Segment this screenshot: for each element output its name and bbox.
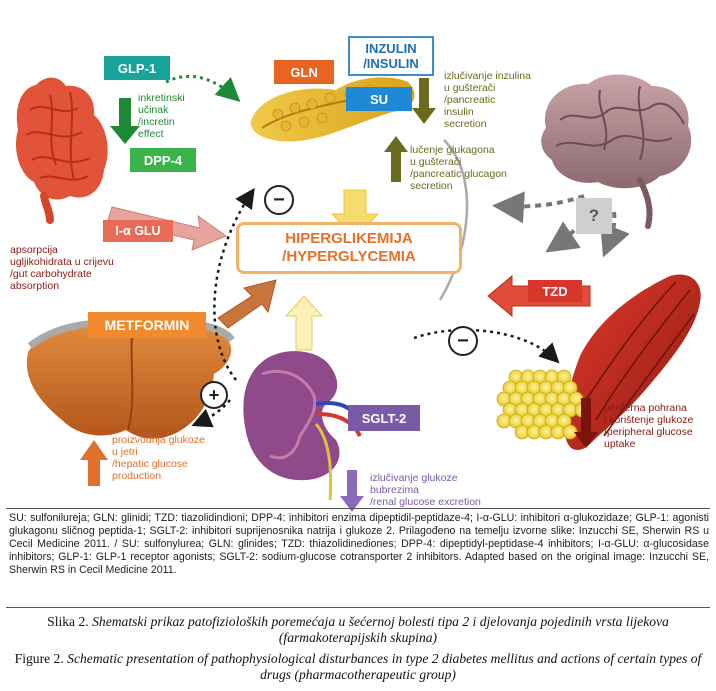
- glucagon-up-arrow: [384, 136, 408, 182]
- caption-hr-label: Slika 2.: [47, 614, 89, 629]
- peripheral-line: /peripheral glucose: [604, 426, 693, 438]
- sglt2-drug-box: SGLT-2: [348, 405, 420, 431]
- hepatic-line: proizvodnja glukoze: [112, 434, 205, 446]
- feedback-dotted-arrows: [191, 187, 560, 428]
- absorption-line: absorption: [10, 280, 60, 292]
- glucagon-line: lučenje glukagona: [410, 144, 495, 156]
- hepatic-line: /hepatic glucose: [112, 458, 188, 470]
- incretin-line: /incretin: [138, 116, 175, 128]
- hepatic-line: u jetri: [112, 446, 138, 458]
- kidney-organ: [243, 351, 362, 501]
- insulin-box-line1: INZULIN: [365, 41, 417, 56]
- caption-en-label: Figure 2.: [14, 651, 64, 666]
- renal-line: izlučivanje glukoze: [370, 472, 458, 484]
- question-box: ?: [576, 198, 612, 234]
- glucagon-line: /pancreatic glucagon: [410, 168, 507, 180]
- incretin-line: effect: [138, 128, 164, 140]
- insulin-secretion-line: /pancreatic: [444, 94, 496, 106]
- absorption-label: apsorpcija ugljikohidrata u crijevu /gut…: [10, 244, 114, 292]
- hyperglycemia-line1: HIPERGLIKEMIJA: [285, 230, 413, 247]
- intestine-organ: [15, 77, 108, 224]
- insulin-box: INZULIN /INSULIN: [348, 36, 434, 76]
- iaglu-drug-box: I-α GLU: [103, 220, 173, 242]
- incretin-effect-label: inkretinski učinak /incretin effect: [138, 92, 185, 140]
- glucagon-line: secretion: [410, 180, 453, 192]
- hepatic-line: production: [112, 470, 162, 482]
- absorption-line: /gut carbohydrate: [10, 268, 92, 280]
- hyperglycemia-line2: /HYPERGLYCEMIA: [282, 248, 416, 265]
- incretin-down-arrow: [110, 98, 140, 144]
- absorption-line: apsorpcija: [10, 244, 58, 256]
- metformin-drug-box: METFORMIN: [88, 312, 206, 338]
- renal-line: /renal glucose excretion: [370, 496, 481, 508]
- insulin-secretion-line: insulin: [444, 106, 474, 118]
- hepatic-production-up-arrow: [80, 440, 108, 486]
- glucagon-line: u gušterači: [410, 156, 462, 168]
- peripheral-uptake-label: periferna pohrana i korištenje glukoze /…: [604, 402, 693, 450]
- incretin-line: učinak: [138, 104, 169, 116]
- kidney-to-hyperglycemia-arrow: [284, 295, 324, 351]
- insulin-secretion-down-arrow: [412, 78, 436, 124]
- gln-drug-box: GLN: [274, 60, 334, 84]
- abbreviations-legend: SU: sulfonilureja; GLN: glinidi; TZD: ti…: [9, 512, 709, 576]
- tzd-drug-box: TZD: [528, 280, 582, 302]
- hyperglycemia-curve: [438, 139, 469, 301]
- insulin-box-line2: /INSULIN: [363, 56, 419, 71]
- glp1-drug-box: GLP-1: [104, 56, 170, 80]
- insulin-secretion-label: izlučivanje inzulina u gušterači /pancre…: [444, 70, 531, 130]
- hepatic-production-label: proizvodnja glukoze u jetri /hepatic glu…: [112, 434, 205, 482]
- caption-en-text: Schematic presentation of pathophysiolog…: [67, 651, 702, 682]
- hyperglycemia-box: HIPERGLIKEMIJA /HYPERGLYCEMIA: [236, 222, 462, 274]
- insulin-secretion-line: izlučivanje inzulina: [444, 70, 531, 82]
- brain-organ: [541, 74, 692, 229]
- plus-sign: +: [200, 381, 228, 409]
- su-drug-box: SU: [346, 87, 412, 111]
- legend-top-rule: [6, 508, 710, 509]
- peripheral-line: i korištenje glukoze: [604, 414, 694, 426]
- minus-sign-right: −: [448, 326, 478, 356]
- renal-excretion-arrow: [340, 470, 364, 512]
- renal-line: bubrezima: [370, 484, 420, 496]
- peripheral-line: periferna pohrana: [604, 402, 687, 414]
- caption-hr-text: Shematski prikaz patofizioloških poremeć…: [92, 614, 669, 645]
- minus-sign-left: −: [264, 185, 294, 215]
- legend-bottom-rule: [6, 607, 710, 608]
- insulin-secretion-line: secretion: [444, 118, 487, 130]
- liver-to-hyperglycemia-arrow: [217, 279, 277, 329]
- incretin-line: inkretinski: [138, 92, 185, 104]
- caption-english: Figure 2. Schematic presentation of path…: [6, 651, 710, 683]
- renal-excretion-label: izlučivanje glukoze bubrezima /renal glu…: [370, 472, 481, 508]
- glp1-dotted-arrow: [165, 74, 241, 103]
- dpp4-drug-box: DPP-4: [130, 148, 196, 172]
- insulin-secretion-line: u gušterači: [444, 82, 496, 94]
- peripheral-line: uptake: [604, 438, 636, 450]
- muscle-organ: [564, 274, 701, 450]
- absorption-line: ugljikohidrata u crijevu: [10, 256, 114, 268]
- glucagon-secretion-label: lučenje glukagona u gušterači /pancreati…: [410, 144, 507, 192]
- peripheral-uptake-down-arrow: [574, 398, 598, 448]
- caption-croatian: Slika 2. Shematski prikaz patofiziološki…: [6, 614, 710, 646]
